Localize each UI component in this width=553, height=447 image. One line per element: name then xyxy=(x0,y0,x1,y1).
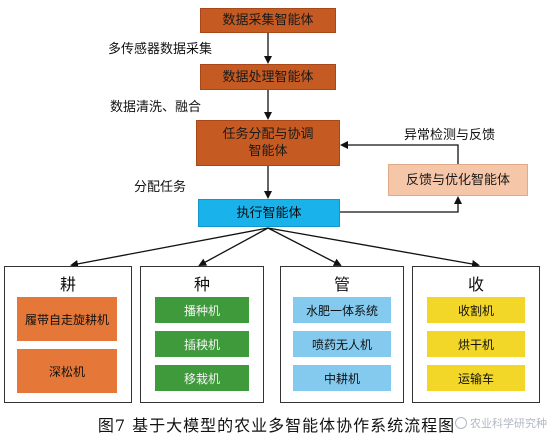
item-spray-drone: 喷药无人机 xyxy=(293,331,391,357)
wechat-icon xyxy=(455,417,467,429)
node-task-allocation-line2: 智能体 xyxy=(248,144,288,159)
arrow-execution-to-plant xyxy=(198,227,269,266)
figure-caption: 图7 基于大模型的农业多智能体协作系统流程图 xyxy=(97,416,456,435)
node-task-allocation: 任务分配与协调 智能体 xyxy=(196,120,340,166)
item-subsoiler: 深松机 xyxy=(17,349,117,393)
label-cleaning-fusion: 数据清洗、融合 xyxy=(110,100,202,115)
arrow-execution-to-till xyxy=(70,227,269,268)
panel-manage: 管 水肥一体系统 喷药无人机 中耕机 xyxy=(280,266,404,403)
arrow-execution-to-feedback xyxy=(340,196,462,213)
item-crawler-rotary-tiller: 履带自走旋耕机 xyxy=(17,297,117,341)
node-feedback: 反馈与优化智能体 xyxy=(388,164,528,196)
label-assign-task: 分配任务 xyxy=(134,180,187,195)
panel-till: 耕 履带自走旋耕机 深松机 xyxy=(4,266,132,403)
item-harvester: 收割机 xyxy=(427,297,525,323)
label-anomaly-feedback: 异常检测与反馈 xyxy=(404,128,496,143)
arrow-execution-to-harvest xyxy=(267,227,480,268)
watermark-text: 农业科学研究种 xyxy=(470,417,547,430)
panel-harvest: 收 收割机 烘干机 运输车 xyxy=(412,266,540,403)
panel-plant: 种 播种机 插秧机 移栽机 xyxy=(140,266,264,403)
label-multi-sensor: 多传感器数据采集 xyxy=(108,42,213,57)
node-data-processing: 数据处理智能体 xyxy=(200,64,336,90)
item-dryer: 烘干机 xyxy=(427,331,525,357)
arrow-feedback-to-task xyxy=(340,141,459,164)
panel-till-title: 耕 xyxy=(59,275,76,294)
panel-plant-title: 种 xyxy=(193,275,210,294)
node-execution: 执行智能体 xyxy=(198,199,340,227)
item-rice-transplanter: 插秧机 xyxy=(155,331,249,357)
panel-manage-title: 管 xyxy=(333,275,350,294)
watermark: 农业科学研究种 xyxy=(455,415,547,431)
item-cultivator: 中耕机 xyxy=(293,365,391,391)
item-transplanter: 移栽机 xyxy=(155,365,249,391)
node-data-collection: 数据采集智能体 xyxy=(200,8,336,33)
arrow-execution-to-manage xyxy=(267,227,342,266)
item-seeder: 播种机 xyxy=(155,297,249,323)
item-transport-truck: 运输车 xyxy=(427,365,525,391)
panel-harvest-title: 收 xyxy=(467,275,484,294)
node-task-allocation-line1: 任务分配与协调 xyxy=(222,127,314,142)
item-water-fertilizer-system: 水肥一体系统 xyxy=(293,297,391,323)
